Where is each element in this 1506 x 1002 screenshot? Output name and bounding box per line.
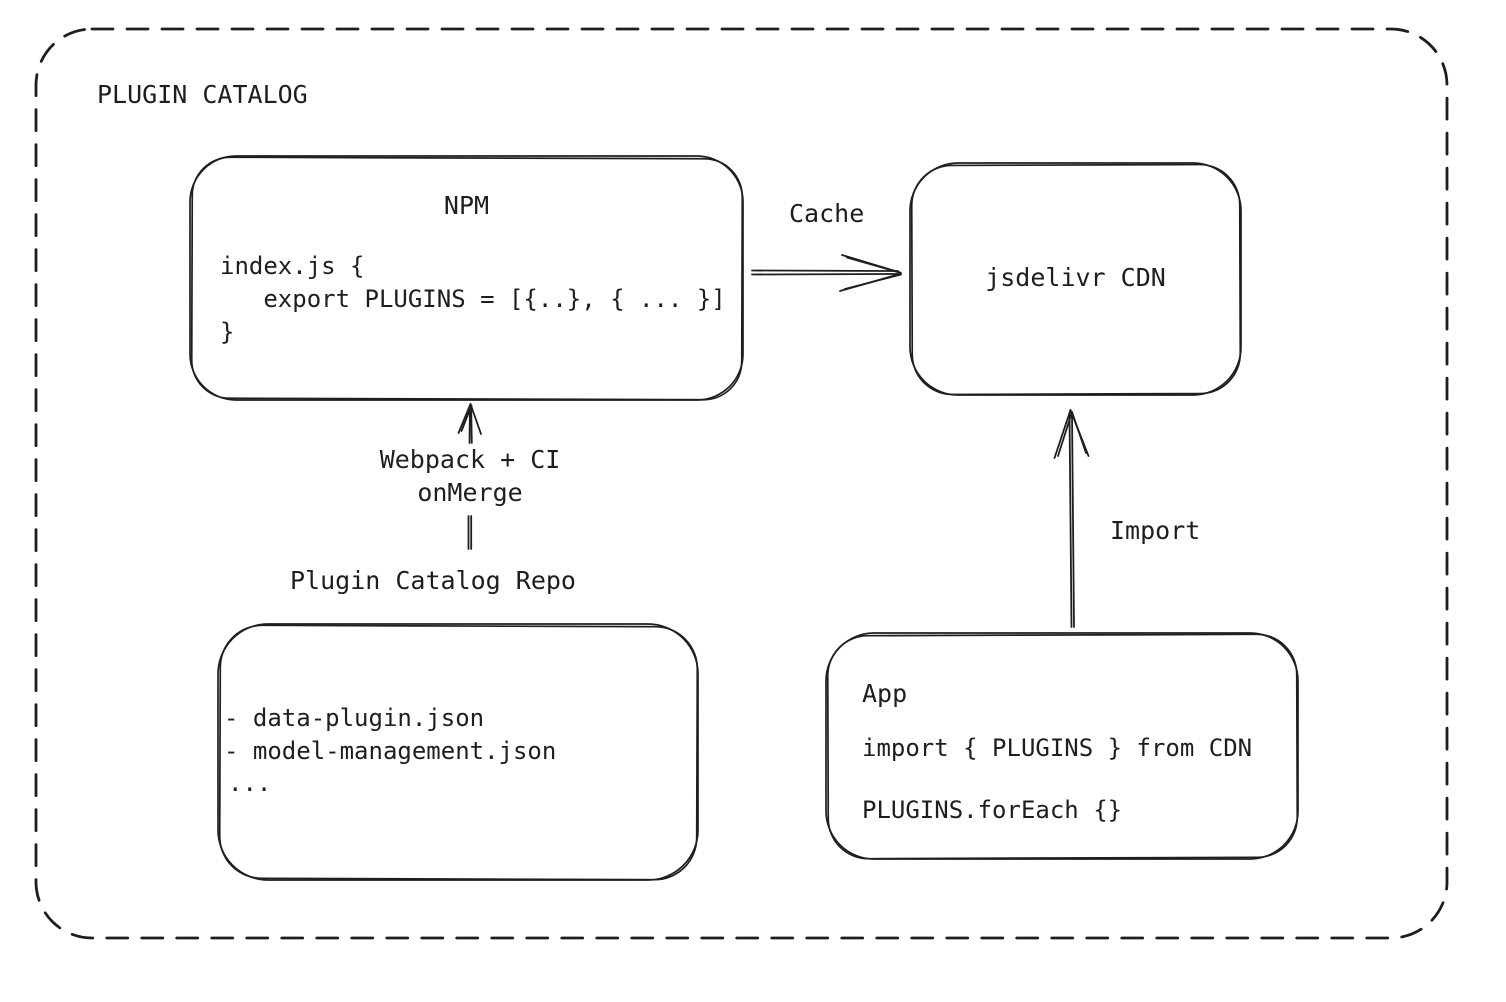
repo-file-line-3: ... [228, 769, 272, 797]
npm-code-line-3: } [220, 318, 235, 346]
cache-edge-label: Cache [789, 199, 865, 228]
app-node-title: App [862, 679, 908, 708]
app-code-line-1: import { PLUGINS } from CDN [862, 734, 1253, 762]
repo-box-shape [217, 623, 699, 881]
cdn-node-label: jsdelivr CDN [985, 263, 1166, 292]
import-edge-label: Import [1110, 516, 1201, 545]
repo-file-line-1: - data-plugin.json [224, 704, 485, 732]
repo-node-title: Plugin Catalog Repo [290, 566, 576, 595]
cache-arrow-shape [751, 254, 902, 292]
import-arrow-shape [1053, 409, 1090, 628]
npm-box-shape [189, 155, 744, 401]
app-code-line-2: PLUGINS.forEach {} [862, 796, 1123, 824]
diagram-title: PLUGIN CATALOG [97, 80, 308, 109]
build-edge-label-line-2: onMerge [417, 478, 523, 507]
app-box-shape [825, 632, 1299, 860]
cdn-box-shape [909, 162, 1242, 396]
repo-file-line-2: - model-management.json [224, 737, 557, 765]
catalog-boundary-shape [34, 27, 1449, 940]
build-edge-label-line-1: Webpack + CI [379, 445, 561, 474]
npm-node-title: NPM [443, 191, 490, 220]
npm-code-line-2: export PLUGINS = [{..}, { ... }] [220, 285, 726, 313]
npm-code-line-1: index.js { [220, 252, 365, 280]
build-arrow-shape [457, 403, 482, 550]
